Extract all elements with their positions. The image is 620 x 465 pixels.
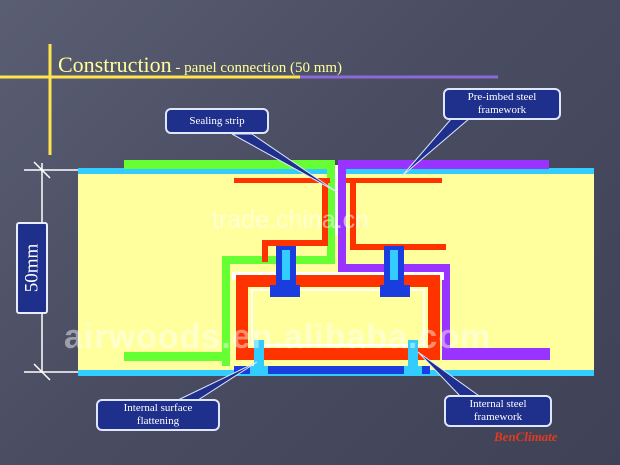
inner-frame-left: [236, 275, 248, 357]
callout-internal-steel: Internal steel framework: [444, 395, 552, 427]
internal-clip-right-foot: [404, 366, 422, 374]
bolt-left-base: [270, 285, 300, 297]
red-top-right-bar: [346, 178, 442, 183]
green-top-flange: [124, 160, 334, 169]
red-left-foot-drop: [262, 240, 268, 262]
dimension-top-tick: [33, 161, 51, 179]
green-side-web: [222, 256, 230, 366]
sealing-strip: [335, 165, 338, 235]
title-main: Construction: [58, 52, 172, 77]
red-left-foot: [262, 240, 328, 246]
pointer-sealing-strip: [231, 133, 338, 193]
purple-top-flange: [338, 160, 549, 169]
callout-internal-surface-line2: flattening: [136, 415, 180, 427]
inner-frame-cavity: [248, 287, 428, 348]
dimension-bottom-tick: [33, 363, 51, 381]
red-left-web: [322, 178, 328, 246]
title-sub: - panel connection (50 mm): [171, 60, 343, 76]
bolt-right-base: [380, 285, 410, 297]
callout-internal-steel-line1: Internal steel: [469, 398, 527, 410]
callout-pre-imbed-line1: Pre-imbed steel: [467, 91, 537, 103]
brand-logo: BenClimate: [494, 429, 558, 444]
internal-surface-bar: [234, 366, 430, 374]
bolt-left-core: [282, 250, 290, 280]
red-top-left-bar: [234, 178, 330, 183]
green-center-web: [327, 160, 335, 260]
callout-internal-surface-line1: Internal surface: [123, 402, 193, 414]
purple-side-web: [442, 264, 450, 354]
callout-internal-steel-line2: framework: [473, 411, 523, 423]
purple-center-web: [338, 160, 346, 272]
callout-sealing-strip: Sealing strip: [165, 108, 269, 134]
internal-clip-left: [254, 340, 264, 374]
green-bottom-flange: [124, 352, 230, 361]
inner-frame-bottom: [236, 348, 440, 360]
thickness-text: 50mm: [21, 243, 42, 293]
page-title: Construction - panel connection (50 mm): [58, 52, 342, 78]
purple-bottom-flange: [442, 348, 550, 360]
callout-pre-imbed-line2: framework: [477, 104, 527, 116]
inner-frame-white-liner: [251, 289, 425, 346]
internal-clip-left-foot: [250, 366, 268, 374]
callout-sealing-strip-text: Sealing strip: [189, 114, 245, 127]
bolt-right-core: [390, 250, 398, 280]
callout-internal-surface: Internal surface flattening: [96, 399, 220, 431]
inner-frame-right: [428, 275, 440, 357]
internal-clip-right: [408, 340, 418, 374]
thickness-label: 50mm: [16, 222, 48, 314]
callout-pre-imbed: Pre-imbed steel framework: [443, 88, 561, 120]
red-right-web: [350, 178, 356, 248]
